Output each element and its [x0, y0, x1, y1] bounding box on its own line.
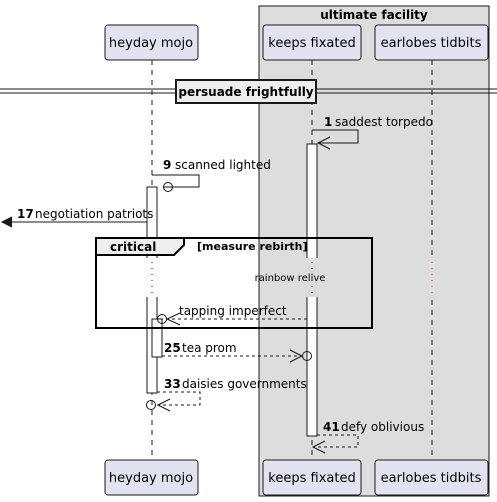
activation-bar	[151, 318, 163, 358]
svg-text:defy oblivious: defy oblivious	[341, 420, 424, 434]
group-fragment-critical: critical [measure rebirth]	[95, 237, 373, 329]
delay: rainbow relive	[145, 258, 439, 297]
svg-text:daisies governments: daisies governments	[182, 377, 307, 391]
message-tapping-imperfect: tapping imperfect	[157, 304, 307, 326]
svg-text:scanned lighted: scanned lighted	[175, 158, 271, 172]
svg-text:heyday mojo: heyday mojo	[109, 36, 193, 51]
group-condition: [measure rebirth]	[197, 240, 308, 253]
svg-text:33: 33	[164, 377, 181, 391]
svg-text:25: 25	[164, 341, 181, 355]
participant-earlobes-tidbits-top[interactable]: earlobes tidbits	[374, 24, 489, 61]
svg-text:earlobes tidbits: earlobes tidbits	[381, 471, 482, 486]
participant-heyday-mojo-bottom[interactable]: heyday mojo	[104, 459, 199, 496]
divider-label: persuade frightfully	[178, 85, 313, 99]
svg-text:1: 1	[324, 115, 332, 129]
svg-text:tea prom: tea prom	[182, 341, 237, 355]
group-keyword: critical	[110, 240, 156, 254]
svg-text:tapping imperfect: tapping imperfect	[179, 304, 287, 318]
message-1: 1 saddest torpedo	[312, 115, 433, 150]
message-17: 17 negotiation patriots	[0, 207, 153, 228]
message-25: 25 tea prom	[162, 341, 312, 363]
svg-text:keeps fixated: keeps fixated	[268, 471, 355, 486]
svg-text:41: 41	[323, 420, 340, 434]
svg-text:heyday mojo: heyday mojo	[109, 471, 193, 486]
svg-text:earlobes tidbits: earlobes tidbits	[381, 36, 482, 51]
message-9: 9 scanned lighted	[152, 158, 271, 192]
svg-text:negotiation patriots: negotiation patriots	[35, 207, 153, 221]
participant-keeps-fixated-top[interactable]: keeps fixated	[262, 24, 362, 61]
message-41: 41 defy oblivious	[311, 420, 424, 454]
divider: persuade frightfully	[0, 79, 497, 104]
box-title: ultimate facility	[320, 8, 428, 22]
svg-text:17: 17	[17, 207, 34, 221]
svg-text:keeps fixated: keeps fixated	[268, 36, 355, 51]
participant-heyday-mojo-top[interactable]: heyday mojo	[104, 24, 199, 61]
participant-keeps-fixated-bottom[interactable]: keeps fixated	[262, 459, 362, 496]
delay-text: rainbow relive	[255, 273, 326, 284]
svg-text:9: 9	[163, 158, 171, 172]
svg-text:saddest torpedo: saddest torpedo	[335, 115, 433, 129]
participant-earlobes-tidbits-bottom[interactable]: earlobes tidbits	[374, 459, 489, 496]
message-33: 33 daisies governments	[146, 377, 307, 412]
